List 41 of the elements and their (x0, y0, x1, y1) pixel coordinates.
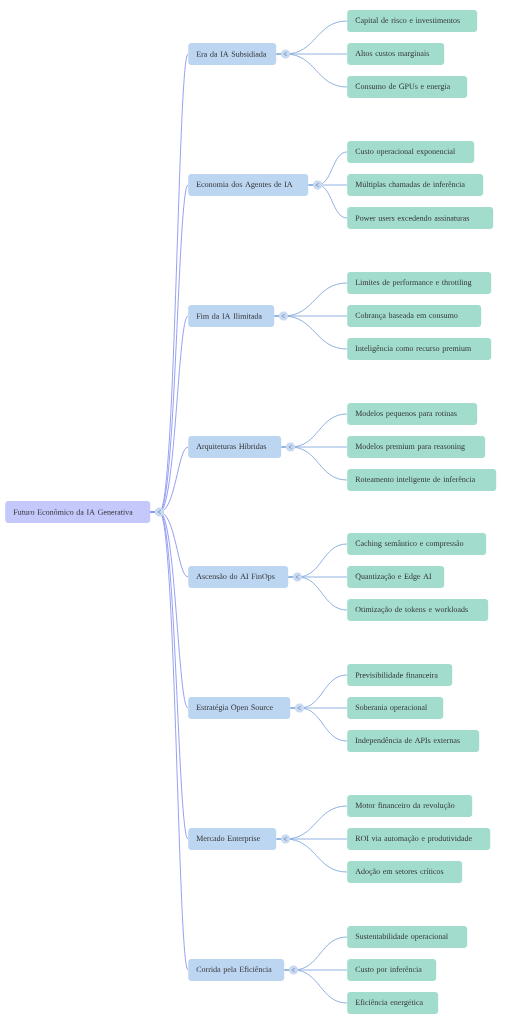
subtopic-box: Motor financeiro da revolução (347, 795, 473, 817)
subtopic-box: Sustentabilidade operacional (347, 926, 468, 948)
subtopic-box: Altos custos marginais (347, 43, 445, 65)
connector-line (307, 184, 348, 219)
topic-box: Ascensão do AI FinOps (188, 566, 289, 588)
subtopic-box: Soberania operacional (347, 697, 444, 719)
connector-line (289, 707, 348, 742)
subtopic-box: Otimização de tokens e workloads (347, 599, 489, 621)
subtopic-box: ROI via automação e produtividade (347, 828, 491, 850)
topic-box: Economia dos Agentes de IA (188, 174, 309, 196)
subtopic-box: Consumo de GPUs e energia (347, 76, 468, 98)
subtopic-box: Adoção em setores críticos (347, 861, 463, 883)
topic-box: Fim da IA Ilimitada (188, 305, 275, 327)
subtopic-box: Capital de risco e investimentos (347, 10, 478, 32)
subtopic-box: Custo por inferência (347, 959, 437, 981)
connector-line (275, 838, 348, 873)
subtopic-box: Cobrança baseada em consumo (347, 305, 482, 327)
central-topic-box: Futuro Econômico da IA Generativa (5, 501, 151, 523)
subtopic-box: Power users excedendo assinaturas (347, 207, 494, 229)
topic-box: Mercado Enterprise (188, 828, 277, 850)
subtopic-box: Caching semântico e compressão (347, 533, 487, 555)
topic-box: Arquiteturas Híbridas (188, 436, 282, 458)
subtopic-box: Modelos premium para reasoning (347, 436, 486, 458)
subtopic-box: Quantização e Edge AI (347, 566, 445, 588)
subtopic-box: Inteligência como recurso premium (347, 338, 492, 360)
connector-line (273, 315, 348, 350)
connector-line (275, 53, 348, 88)
subtopic-box: Limites de performance e throttling (347, 272, 492, 294)
topic-box: Era da IA Subsidiada (188, 43, 277, 65)
subtopic-box: Custo operacional exponencial (347, 141, 475, 163)
topic-box: Corrida pela Eficiência (188, 959, 285, 981)
connector-line (287, 576, 348, 611)
topic-box: Estratégia Open Source (188, 697, 291, 719)
connector-line (280, 446, 348, 481)
subtopic-box: Roteamento inteligente de inferência (347, 469, 497, 491)
subtopic-box: Previsibilidade financeira (347, 664, 453, 686)
connector-line (283, 969, 348, 1004)
subtopic-box: Independência de APIs externas (347, 730, 480, 752)
subtopic-box: Modelos pequenos para rotinas (347, 403, 478, 425)
subtopic-box: Eficiência energética (347, 992, 439, 1014)
subtopic-box: Múltiplas chamadas de inferência (347, 174, 484, 196)
